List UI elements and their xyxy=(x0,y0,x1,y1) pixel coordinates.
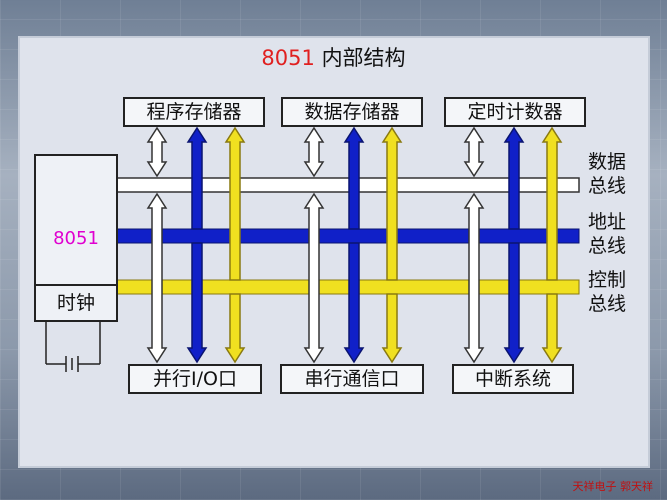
clock-block: 时钟 xyxy=(34,284,118,322)
serial-port-box: 串行通信口 xyxy=(280,364,424,394)
data-bus-label-2: 总线 xyxy=(588,175,627,197)
arrow-address-top-1 xyxy=(343,126,365,230)
cpu-label: 8051 xyxy=(53,228,99,249)
control-bus-label: 控制 总线 xyxy=(588,268,626,316)
arrow-address-bottom-0 xyxy=(186,242,208,364)
arrow-data-bottom-0 xyxy=(146,192,168,364)
clock-connection xyxy=(45,320,101,372)
control-bus-label-2: 总线 xyxy=(588,293,627,315)
parallel-io-box: 并行I/O口 xyxy=(128,364,262,394)
control-bus-label-1: 控制 xyxy=(588,269,627,291)
address-bus-label-2: 总线 xyxy=(588,235,627,257)
address-bus xyxy=(113,228,580,244)
arrow-data-bottom-2 xyxy=(463,192,485,364)
arrow-control-top-2 xyxy=(541,126,563,281)
title-8051: 8051 xyxy=(261,46,315,70)
arrow-control-bottom-0 xyxy=(224,293,246,364)
address-bus-label: 地址 总线 xyxy=(588,210,626,258)
page-title: 8051 内部结构 xyxy=(0,42,667,72)
arrow-control-top-1 xyxy=(381,126,403,281)
arrow-data-top-2 xyxy=(463,126,485,178)
title-text: 内部结构 xyxy=(321,46,406,70)
arrow-data-bottom-1 xyxy=(303,192,325,364)
arrow-address-bottom-2 xyxy=(503,242,525,364)
timer-counter-box: 定时计数器 xyxy=(444,97,586,127)
arrow-address-bottom-1 xyxy=(343,242,365,364)
address-bus-label-1: 地址 xyxy=(588,211,627,233)
arrow-data-top-0 xyxy=(146,126,168,178)
arrow-address-top-0 xyxy=(186,126,208,230)
arrow-control-bottom-1 xyxy=(381,293,403,364)
arrow-control-bottom-2 xyxy=(541,293,563,364)
data-bus-label-1: 数据 xyxy=(588,151,627,173)
program-memory-box: 程序存储器 xyxy=(123,97,265,127)
arrow-control-top-0 xyxy=(224,126,246,281)
interrupt-system-box: 中断系统 xyxy=(452,364,574,394)
footer-credit: 天祥电子 郭天祥 xyxy=(572,480,654,493)
data-bus-label: 数据 总线 xyxy=(588,150,626,198)
arrow-data-top-1 xyxy=(303,126,325,178)
arrow-address-top-2 xyxy=(503,126,525,230)
data-memory-box: 数据存储器 xyxy=(281,97,423,127)
